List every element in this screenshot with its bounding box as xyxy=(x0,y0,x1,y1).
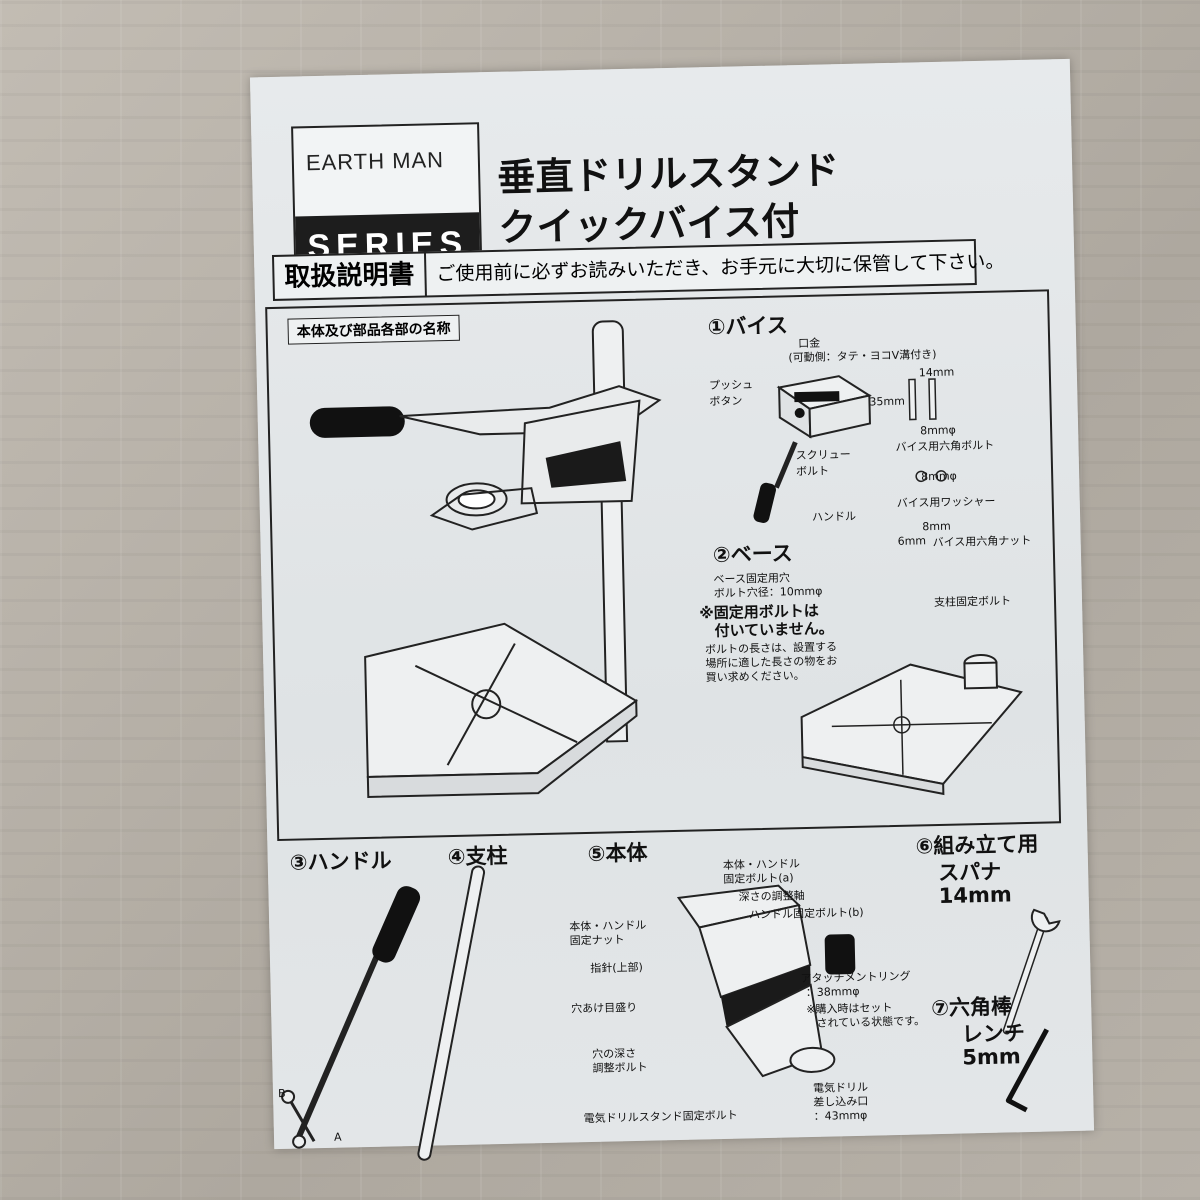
body-drill-slot-dia: ：43mmφ xyxy=(813,1108,868,1123)
base-illustration xyxy=(800,654,1023,796)
body-scale: 穴あけ目盛り xyxy=(571,1000,638,1016)
instruction-sheet: EARTH MAN SERIES 垂直ドリルスタンド クイックバイス付 取扱説明… xyxy=(249,58,1095,1161)
manual-note: ご使用前に必ずお読みいただき、お手元に大切に保管して下さい。 xyxy=(436,250,1005,286)
handle-label-a: A xyxy=(333,1130,342,1144)
manual-label: 取扱説明書 xyxy=(274,253,427,299)
body-ring-note-line2: されている状態です。 xyxy=(816,1014,926,1030)
body-fix-nut-line2: 固定ナット xyxy=(569,933,625,948)
assembled-stand-illustration xyxy=(309,320,662,798)
brand-name: EARTH MAN xyxy=(305,147,445,176)
vise-push-button-label: プッシュ ボタン xyxy=(708,378,754,409)
base-pillar-bolt-label: 支柱固定ボルト xyxy=(933,594,1012,610)
body-depth-bolt-line2: 調整ボルト xyxy=(592,1060,648,1075)
body-pointer: 指針(上部) xyxy=(590,960,643,975)
body-fix-bolt-b: ハンドル固定ボルト(b) xyxy=(748,905,864,922)
vise-heading: ①バイス xyxy=(707,313,789,340)
base-hole-dia: ボルト穴径：10mmφ xyxy=(713,584,823,601)
pillar-illustration xyxy=(417,865,486,1161)
body-heading: ⑤本体 xyxy=(587,840,648,866)
body-ring-dia: ：38mmφ xyxy=(805,984,860,1000)
handle-illustration xyxy=(281,886,421,1149)
body-illustration xyxy=(676,884,856,1078)
product-title-line2: クイックバイス付 xyxy=(497,199,800,250)
body-stand-bolt: 電気ドリルスタンド固定ボルト xyxy=(583,1108,738,1126)
handle-label-b: B xyxy=(277,1086,286,1101)
hex-wrench-illustration xyxy=(1005,1028,1049,1113)
body-depth-shaft: 深さの調整軸 xyxy=(738,889,805,904)
parts-diagram: 本体及び部品各部の名称 ①バイス 口金 (可動側：タテ・ヨコV溝付き) プッシュ… xyxy=(265,289,1062,842)
body-fix-bolt-a-line2: 固定ボルト(a) xyxy=(723,871,794,886)
vise-nut-label: バイス用六角ナット xyxy=(932,533,1032,550)
vise-illustration xyxy=(753,375,947,523)
vise-nut-dia-2: 6mm xyxy=(897,534,927,548)
spanner-illustration xyxy=(1002,908,1061,1035)
base-heading: ②ベース xyxy=(712,541,793,568)
